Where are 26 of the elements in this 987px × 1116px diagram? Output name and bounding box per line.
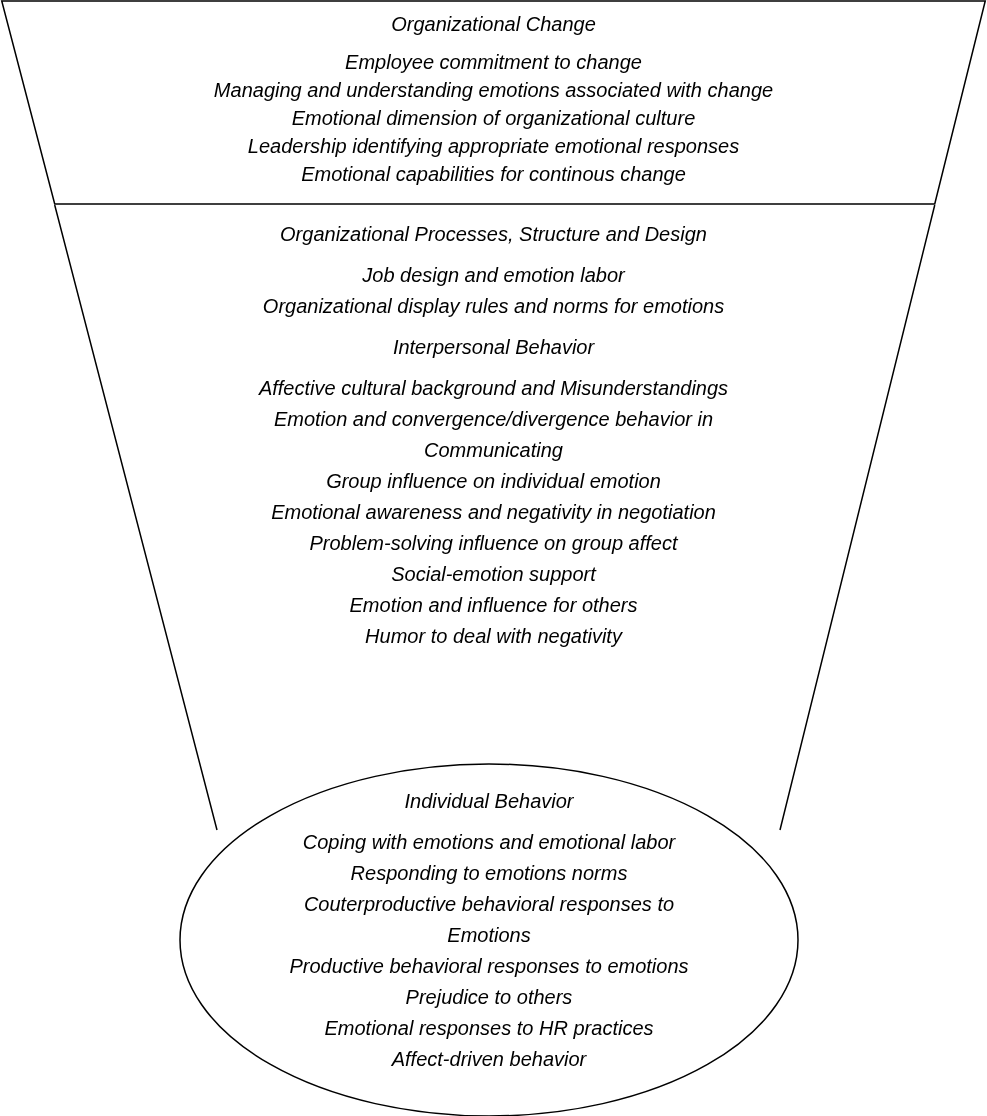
list-item: Emotion and influence for others xyxy=(349,593,638,618)
list-item: Prejudice to others xyxy=(405,985,573,1010)
list-item: Productive behavioral responses to emotions xyxy=(289,954,689,979)
list-item: Affect-driven behavior xyxy=(391,1047,587,1072)
list-item: Job design and emotion labor xyxy=(362,263,625,288)
list-item: Social-emotion support xyxy=(391,562,596,587)
section-heading: Organizational display rules and norms for emotions xyxy=(262,294,725,319)
list-item: Leadership identifying appropriate emotional responses xyxy=(247,134,740,159)
list-item: Emotion and convergence/divergence behavior in Communicating xyxy=(272,407,715,463)
list-item: Managing and understanding emotions associated with change xyxy=(213,78,774,103)
list-item: Employee commitment to change xyxy=(345,50,642,75)
list-item: Responding to emotions norms xyxy=(350,861,628,886)
list-item: Affective cultural background and Misunderstandings xyxy=(258,376,729,401)
list-item: Emotional dimension of organizational culture xyxy=(291,106,696,131)
list-item: Emotional capabilities for continous change xyxy=(301,162,686,187)
list-item: Coping with emotions and emotional labor xyxy=(302,830,676,855)
section-heading: Interpersonal Behavior xyxy=(392,335,595,360)
list-item: Emotional responses to HR practices xyxy=(324,1016,654,1041)
section-heading: Organizational Change xyxy=(391,12,596,37)
section-heading: Organizational Processes, Structure and Design xyxy=(280,222,707,247)
list-item: Problem-solving influence on group affect xyxy=(309,531,678,556)
list-item: Humor to deal with negativity xyxy=(365,624,622,649)
list-item: Group influence on individual emotion xyxy=(326,469,661,494)
list-item: Emotional awareness and negativity in negotiation xyxy=(271,500,716,525)
section-heading: Individual Behavior xyxy=(404,789,574,814)
list-item: Couterproductive behavioral responses to Emotions xyxy=(302,892,676,948)
